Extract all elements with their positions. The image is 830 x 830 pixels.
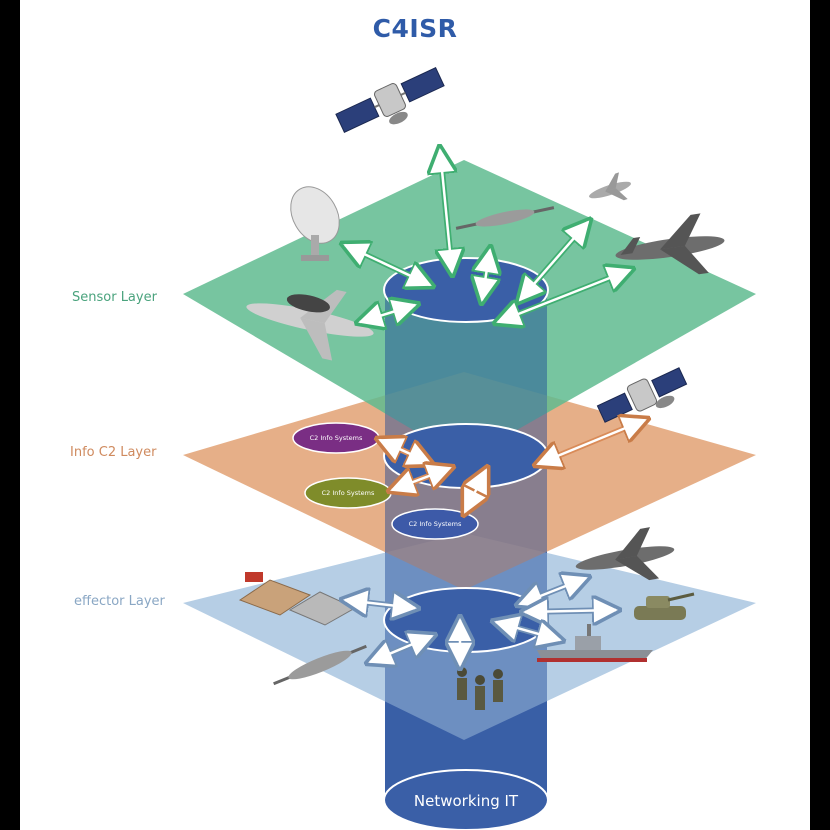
recon-drone-icon <box>455 206 555 230</box>
diagram-canvas: C4ISR Networking IT <box>20 0 810 830</box>
sensor-arrows <box>345 150 630 322</box>
svg-text:C2 Info Systems: C2 Info Systems <box>409 520 462 528</box>
sensor-layer-label: Sensor Layer <box>72 290 157 305</box>
c2-node-purple[interactable]: C2 Info Systems <box>292 422 380 454</box>
info-c2-layer-label: Info C2 Layer <box>70 445 157 460</box>
effector-layer-label: effector Layer <box>74 594 165 609</box>
drone-effector-icon <box>273 644 367 686</box>
diagram-title: C4ISR <box>372 14 458 43</box>
c4isr-layer-diagram: Networking IT <box>183 67 756 830</box>
awacs-plane-icon <box>246 289 374 361</box>
warship-icon <box>537 624 653 662</box>
fighter-jet-effector-icon <box>575 527 675 581</box>
radar-dish-icon <box>290 186 340 261</box>
effector-hub-ellipse <box>383 587 549 653</box>
fighter-jet-icon <box>615 213 725 275</box>
networking-column-front <box>385 290 547 800</box>
c2-node-blue[interactable]: C2 Info Systems <box>391 508 479 540</box>
satellite-icon <box>335 67 445 133</box>
effector-arrows <box>345 578 616 665</box>
tank-icon <box>634 592 695 620</box>
svg-text:C2 Info Systems: C2 Info Systems <box>322 489 375 497</box>
c2-node-olive[interactable]: C2 Info Systems <box>304 477 392 509</box>
networking-label: Networking IT <box>414 792 519 810</box>
networking-base-ellipse <box>383 769 549 830</box>
small-jet-icon <box>589 172 631 201</box>
svg-text:C2 Info Systems: C2 Info Systems <box>310 434 363 442</box>
c2-arrows <box>380 420 645 512</box>
